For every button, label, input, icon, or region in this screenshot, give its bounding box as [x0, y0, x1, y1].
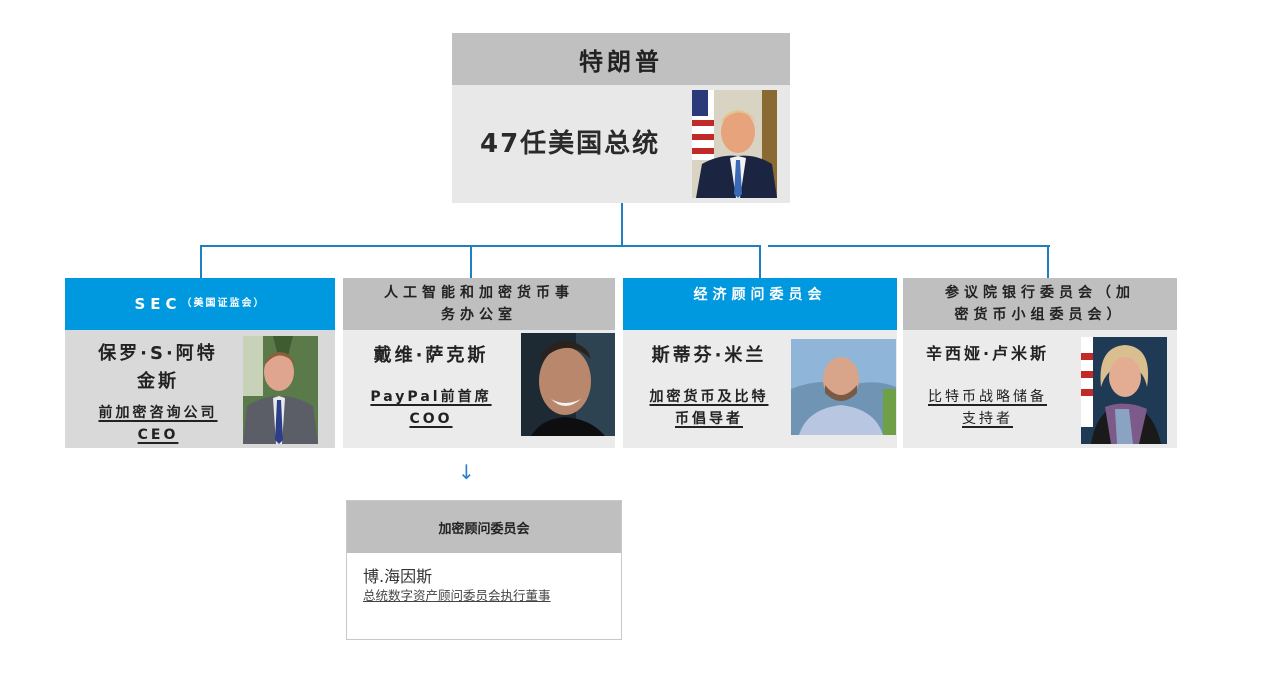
econ-council-header: 经济顾问委员会 — [623, 278, 897, 330]
senate-person-name: 辛西娅·卢米斯 — [925, 344, 1050, 363]
ai-office-person-role: PayPal前首席 COO — [370, 389, 492, 427]
portrait-atkins-icon — [243, 336, 318, 444]
portrait-lummis-icon — [1081, 337, 1167, 444]
sec-person-name: 保罗·S·阿特 金斯 — [98, 343, 218, 392]
connector-horizontal-right — [768, 245, 1050, 247]
econ-council-body: 斯蒂芬·米兰 加密货币及比特 币倡导者 — [623, 330, 897, 448]
advisory-person-name: 博.海因斯 — [363, 567, 433, 586]
sec-card: SEC （美国证监会） 保罗·S·阿特 金斯 前加密咨询公司 CEO — [65, 278, 335, 448]
sec-header-main: SEC — [134, 295, 182, 313]
senate-banking-body: 辛西娅·卢米斯 比特币战略储备 支持者 — [903, 330, 1177, 448]
econ-council-card: 经济顾问委员会 斯蒂芬·米兰 加密货币及比特 币倡导者 — [623, 278, 897, 448]
crypto-advisory-header: 加密顾问委员会 — [347, 501, 621, 553]
ai-office-person-name: 戴维·萨克斯 — [373, 345, 489, 366]
connector-senate — [1047, 245, 1049, 278]
econ-person-role: 加密货币及比特 币倡导者 — [649, 389, 769, 427]
connector-horizontal-left — [200, 245, 761, 247]
sec-person-role: 前加密咨询公司 CEO — [98, 405, 218, 443]
econ-person-name: 斯蒂芬·米兰 — [651, 345, 767, 366]
portrait-miran-icon — [791, 339, 896, 435]
sec-body: 保罗·S·阿特 金斯 前加密咨询公司 CEO — [65, 330, 335, 448]
advisory-person-role: 总统数字资产顾问委员会执行董事 — [363, 588, 551, 603]
portrait-trump-icon — [692, 90, 777, 198]
president-title: 47任美国总统 — [480, 129, 661, 159]
connector-sec — [200, 245, 202, 278]
ai-crypto-office-header: 人工智能和加密货币事 务办公室 — [343, 278, 615, 330]
senate-banking-card: 参议院银行委员会（加 密货币小组委员会） 辛西娅·卢米斯 比特币战略储备 支持者 — [903, 278, 1177, 448]
sec-header-sub: （美国证监会） — [181, 298, 266, 309]
crypto-advisory-card: 加密顾问委员会 博.海因斯 总统数字资产顾问委员会执行董事 — [346, 500, 622, 640]
ai-crypto-office-body: 戴维·萨克斯 PayPal前首席 COO — [343, 330, 615, 448]
president-card: 特朗普 47任美国总统 — [452, 33, 790, 203]
connector-ai-office — [470, 245, 472, 278]
ai-crypto-office-card: 人工智能和加密货币事 务办公室 戴维·萨克斯 PayPal前首席 COO — [343, 278, 615, 448]
arrow-down-icon: ↓ — [458, 460, 475, 484]
senate-banking-header: 参议院银行委员会（加 密货币小组委员会） — [903, 278, 1177, 330]
portrait-sacks-icon — [521, 333, 615, 436]
connector-top-vertical — [621, 203, 623, 246]
senate-person-role: 比特币战略储备 支持者 — [928, 389, 1047, 427]
connector-econ — [759, 245, 761, 278]
president-name: 特朗普 — [452, 33, 790, 85]
sec-header: SEC （美国证监会） — [65, 278, 335, 330]
